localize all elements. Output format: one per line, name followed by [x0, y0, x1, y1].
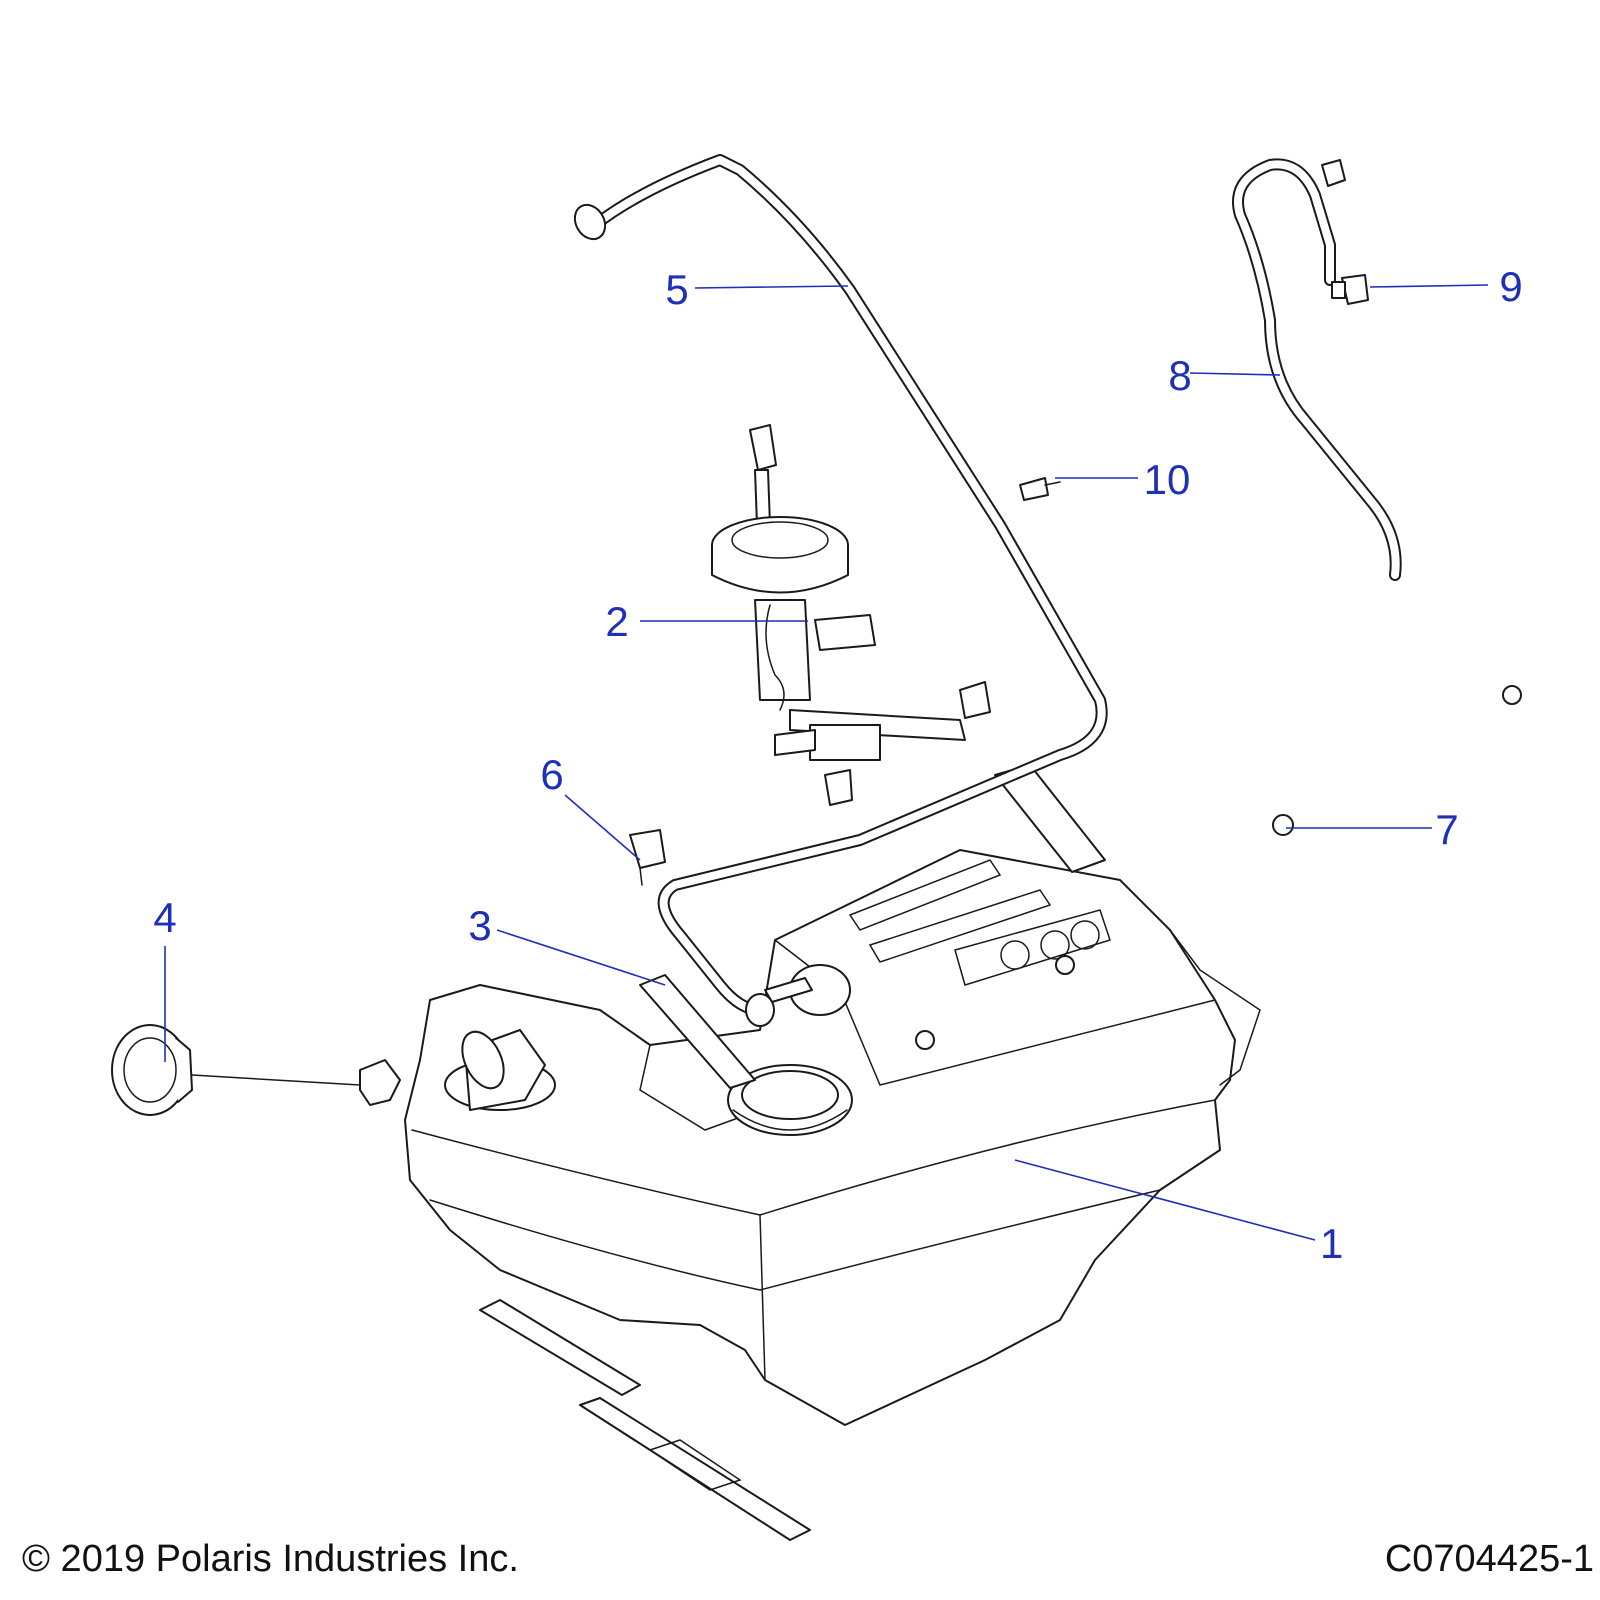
- callout-4: 4: [153, 894, 176, 941]
- leader-5: [694, 285, 849, 289]
- callout-5: 5: [665, 266, 688, 313]
- fuel-tank: [404, 849, 1261, 1426]
- leader-9: [1369, 284, 1489, 288]
- drawing-number: C0704425-1: [1384, 1538, 1594, 1580]
- callout-7: 7: [1435, 806, 1458, 853]
- connector: [1019, 477, 1061, 501]
- vent-valve: [1331, 274, 1369, 305]
- callout-3: 3: [468, 902, 491, 949]
- fuel-line: [573, 154, 1108, 1027]
- leader-8: [1189, 372, 1281, 376]
- callout-9: 9: [1499, 263, 1522, 310]
- copyright-notice: © 2019 Polaris Industries Inc.: [22, 1538, 519, 1580]
- callout-numbers: 1 2 3 4 5 6 7 8 9 10: [153, 263, 1522, 1267]
- leader-6: [564, 794, 641, 861]
- vent-hose: [1232, 158, 1402, 581]
- leader-3: [496, 929, 666, 986]
- leader-1: [1014, 1159, 1316, 1241]
- fuel-cap: [111, 1024, 401, 1116]
- callout-leaders: [164, 284, 1489, 1241]
- callout-10: 10: [1144, 456, 1191, 503]
- hose-clamp: [915, 685, 1522, 1050]
- callout-8: 8: [1168, 352, 1191, 399]
- callout-6: 6: [540, 751, 563, 798]
- callout-2: 2: [605, 598, 628, 645]
- tank-pad: [479, 764, 1106, 1541]
- fuel-pump-assembly: [711, 424, 966, 761]
- callout-1: 1: [1320, 1220, 1343, 1267]
